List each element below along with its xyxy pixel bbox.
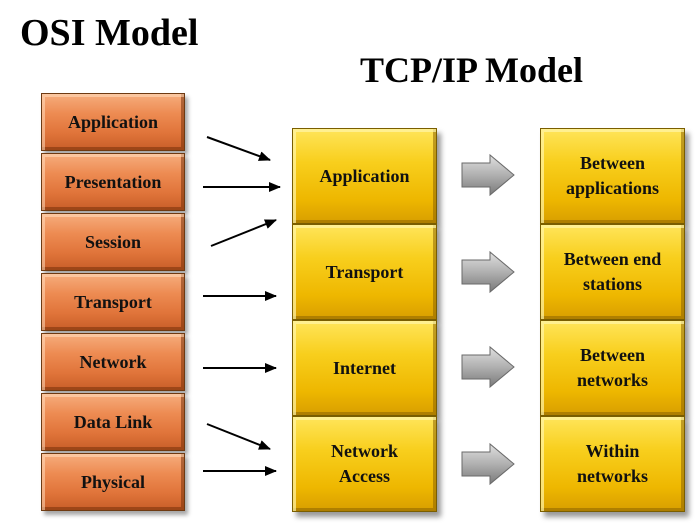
osi-layer-label: Presentation	[64, 171, 162, 192]
osi-layer-transport: Transport	[41, 273, 185, 331]
osi-model-title: OSI Model	[20, 12, 199, 54]
osi-layer-label: Application	[67, 111, 159, 132]
tcpip-layer-label: Transport	[325, 261, 404, 282]
block-arrow-icon	[461, 153, 515, 197]
osi-layer-label: Network	[79, 351, 147, 372]
tcpip-layer-application: Application	[292, 128, 437, 224]
desc-label: Between networks	[577, 345, 648, 390]
desc-label: Between end stations	[563, 249, 662, 294]
desc-label: Between applications	[565, 153, 660, 198]
block-arrow-icon	[461, 345, 515, 389]
tcpip-model-title: TCP/IP Model	[360, 50, 583, 90]
tcpip-layer-transport: Transport	[292, 224, 437, 320]
line-arrow-icon	[206, 136, 271, 161]
osi-layer-application: Application	[41, 93, 185, 151]
line-arrow-icon	[206, 423, 271, 450]
desc-between-end-stations: Between end stations	[540, 224, 685, 320]
line-arrow-icon	[210, 219, 277, 247]
osi-layer-session: Session	[41, 213, 185, 271]
osi-layer-label: Data Link	[73, 411, 153, 432]
desc-within-networks: Within networks	[540, 416, 685, 512]
osi-layer-label: Session	[84, 231, 142, 252]
block-arrow-icon	[461, 442, 515, 486]
block-arrow-icon	[461, 250, 515, 294]
desc-between-networks: Between networks	[540, 320, 685, 416]
osi-layer-network: Network	[41, 333, 185, 391]
tcpip-layer-network-access: Network Access	[292, 416, 437, 512]
osi-layer-label: Physical	[80, 471, 145, 492]
tcpip-layer-internet: Internet	[292, 320, 437, 416]
desc-between-applications: Between applications	[540, 128, 685, 224]
tcpip-layer-label: Network Access	[331, 441, 398, 486]
osi-layer-physical: Physical	[41, 453, 185, 511]
desc-label: Within networks	[577, 441, 648, 486]
tcpip-layer-label: Internet	[333, 357, 396, 378]
osi-layer-presentation: Presentation	[41, 153, 185, 211]
osi-layer-label: Transport	[74, 291, 152, 312]
osi-layer-data-link: Data Link	[41, 393, 185, 451]
tcpip-layer-label: Application	[319, 165, 410, 186]
